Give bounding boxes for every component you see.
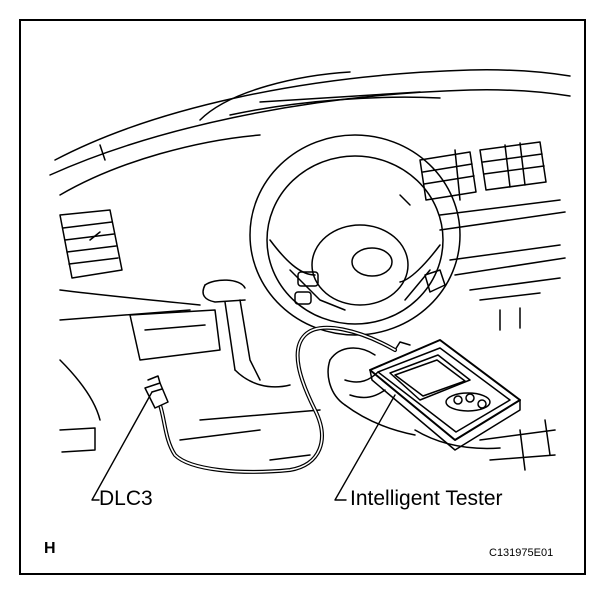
view-letter: H [44, 540, 56, 557]
figure-code: C131975E01 [489, 547, 554, 559]
center-panel [439, 199, 566, 331]
left-air-vent [59, 209, 123, 279]
steering-column [202, 279, 291, 388]
dashboard-top [49, 69, 571, 196]
label-leaders [91, 391, 396, 501]
intelligent-tester-label: Intelligent Tester [350, 487, 503, 510]
lower-dashboard [59, 289, 556, 471]
steering-wheel [249, 134, 461, 336]
hand [327, 347, 416, 436]
figure-frame [19, 19, 586, 575]
dlc3-connector [144, 375, 169, 409]
center-air-vents [419, 141, 547, 201]
intelligent-tester-device [369, 339, 521, 451]
dlc3-label: DLC3 [99, 487, 153, 510]
tester-cable [158, 325, 397, 474]
